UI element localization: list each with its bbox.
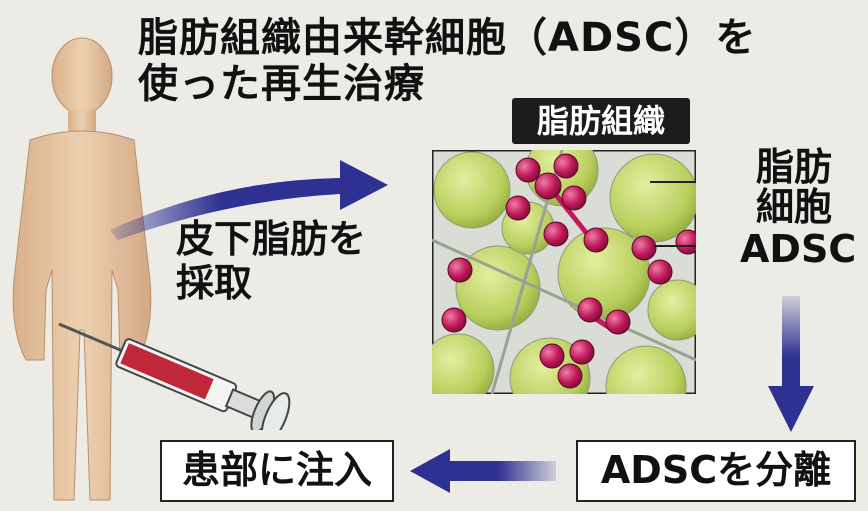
- harvest-label-line-1: 皮下脂肪を: [176, 217, 367, 261]
- separate-step-box: ADSCを分離: [576, 440, 856, 502]
- tissue-tab: 脂肪組織: [512, 98, 690, 144]
- human-body-icon: [12, 37, 152, 501]
- adsc-label: ADSC: [740, 227, 857, 271]
- fat-cell-label-line-2: 細胞: [756, 185, 833, 229]
- fat-cell-label-line-1: 脂肪: [756, 145, 833, 189]
- arrow-right-icon: [110, 160, 388, 240]
- title-line-1: 脂肪組織由来幹細胞（ADSC）を: [138, 15, 757, 61]
- arrow-down-icon: [768, 296, 814, 432]
- arrow-left-icon: [410, 449, 556, 493]
- syringe-icon: [58, 322, 291, 430]
- title-line-2: 使った再生治療: [138, 61, 425, 107]
- adipose-tissue-panel: [432, 150, 696, 394]
- harvest-label-line-2: 採取: [176, 261, 253, 305]
- inject-step-box: 患部に注入: [160, 440, 394, 502]
